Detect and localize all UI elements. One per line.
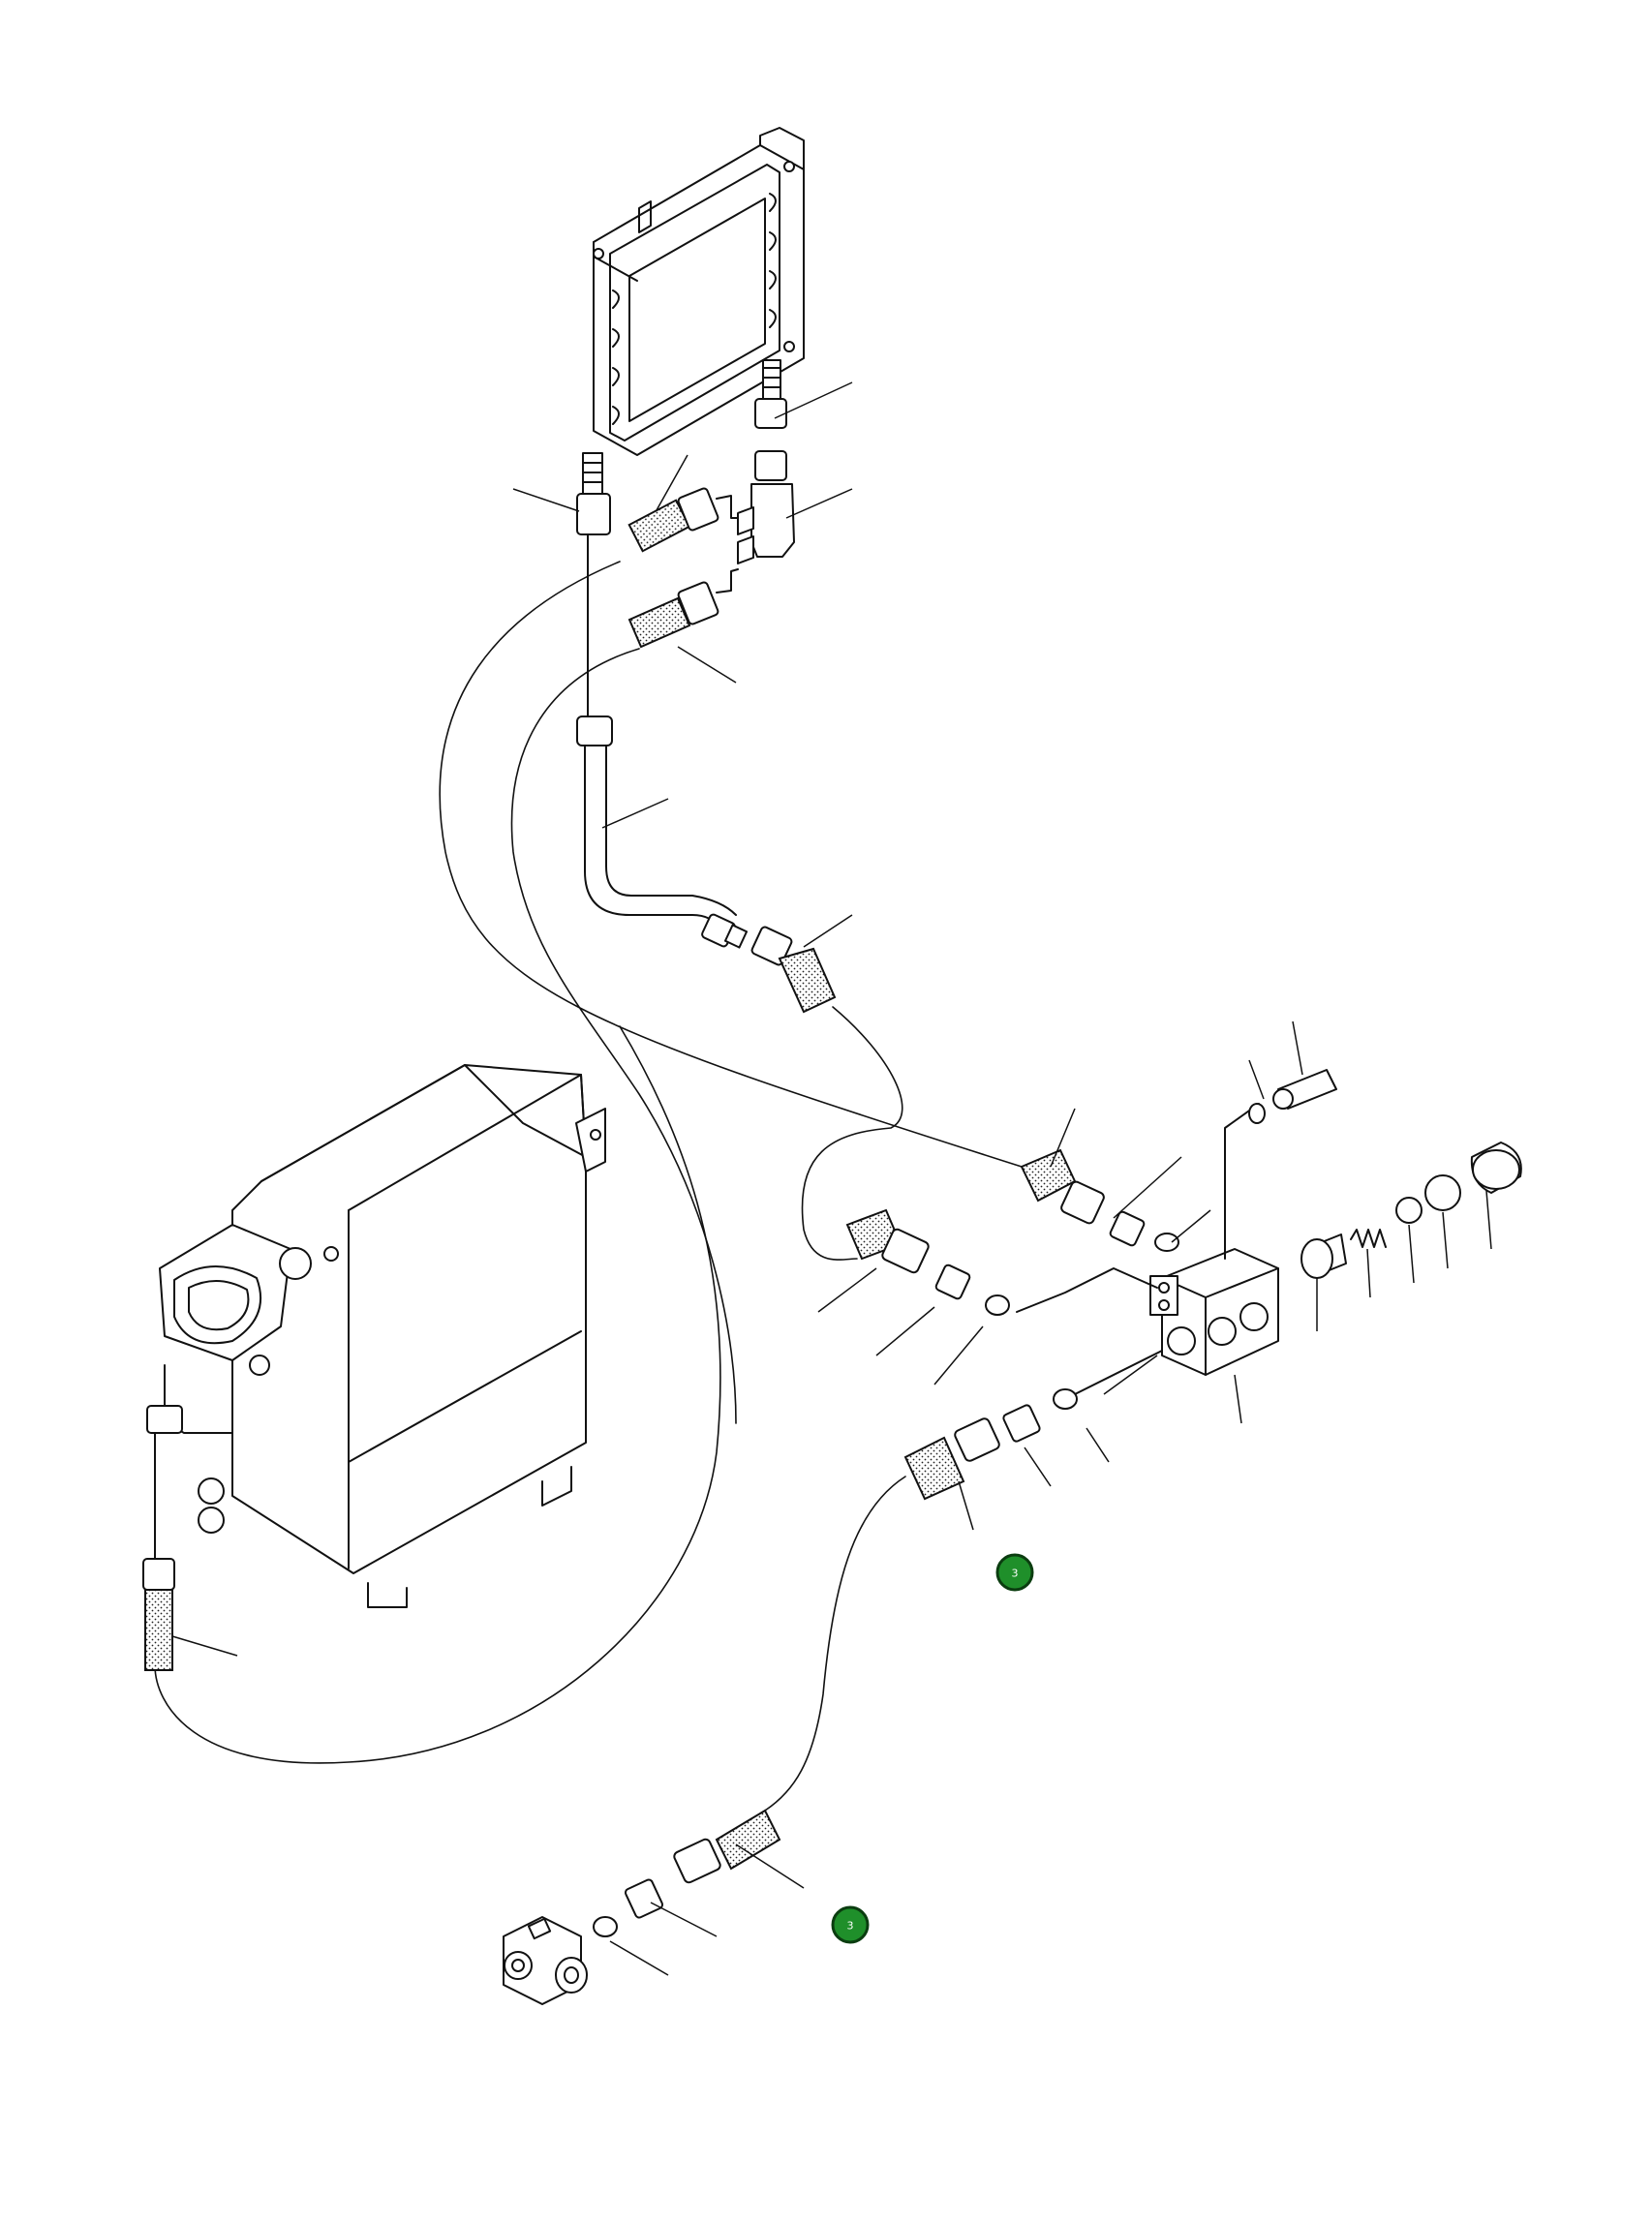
callout-label-2: 3 (847, 1920, 854, 1933)
valve-internal-parts (1248, 1069, 1522, 1279)
valve-hose-fittings (845, 1148, 1179, 1501)
oil-cooler-frame (593, 127, 805, 456)
leader-lines (171, 381, 1492, 1976)
callout-label-1: 3 (1012, 1568, 1019, 1580)
left-nipple-fitting (576, 452, 611, 535)
valve-block (1016, 1103, 1279, 1395)
hydraulic-tank (146, 1064, 606, 1608)
right-elbow-fitting (737, 359, 795, 564)
tank-outlet-hose-end (142, 1432, 175, 1671)
vertical-steel-pipe (576, 533, 737, 930)
pipe-end-fittings (701, 913, 837, 1014)
upper-hose-fittings (627, 487, 739, 649)
callout-badge-1[interactable]: 3 (995, 1553, 1034, 1592)
callout-badge-2[interactable]: 3 (831, 1905, 870, 1944)
long-hoses (154, 561, 1023, 1812)
lower-tee-fitting (503, 1809, 781, 2005)
